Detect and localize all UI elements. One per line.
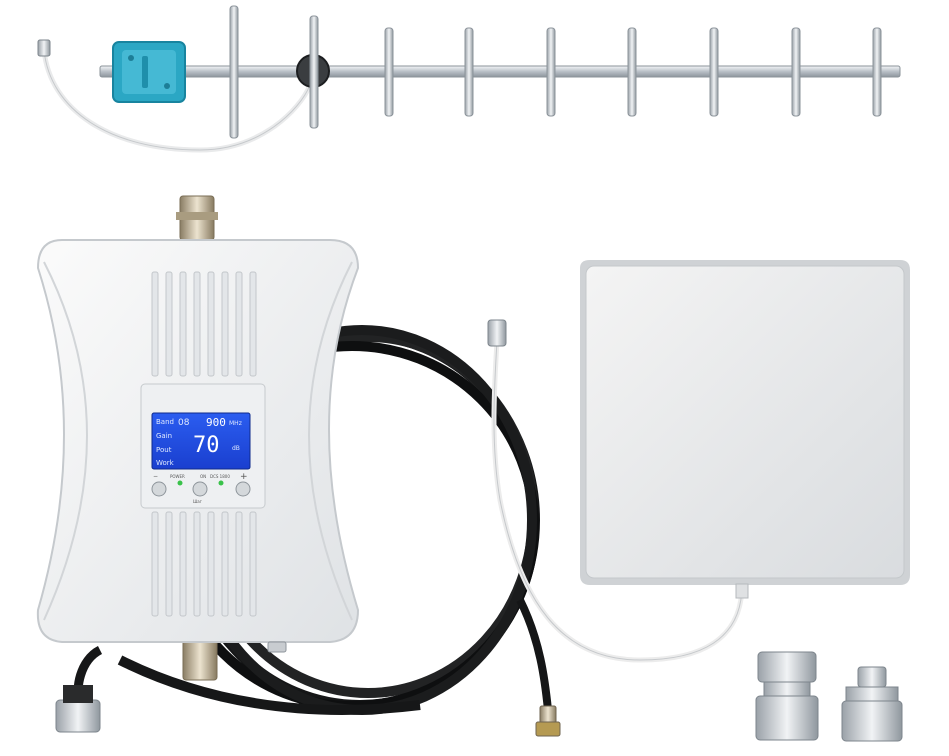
panel-antenna	[487, 260, 910, 663]
mounting-bracket	[112, 41, 186, 103]
yagi-antenna	[37, 5, 901, 153]
driven-element	[309, 15, 319, 129]
lcd-band-value: 08	[178, 418, 190, 428]
status-led	[218, 480, 224, 486]
panel-label-on: ON	[200, 474, 206, 479]
repeater-unit: Band 08 900 MHz Gain 70 dB Pout Work − P…	[36, 195, 360, 681]
bottom-vent-fins	[151, 511, 257, 617]
plus-button	[235, 481, 251, 497]
bottom-n-connector	[182, 639, 218, 681]
panel-label-bottom: Шаг	[193, 499, 202, 504]
lcd-gain-unit: dB	[232, 445, 240, 452]
antenna-cable-connector	[37, 39, 51, 57]
mode-button	[192, 481, 208, 497]
lcd-band-label: Band	[156, 418, 174, 426]
lcd-freq-value: 900	[206, 416, 226, 429]
top-vent-fins	[151, 271, 257, 377]
bottom-port	[267, 641, 287, 653]
lcd-freq-unit: MHz	[229, 420, 242, 427]
n-adapter-small	[841, 666, 903, 742]
lcd-work-label: Work	[156, 459, 175, 467]
lcd-pout-label: Pout	[156, 446, 172, 454]
lcd-display: Band 08 900 MHz Gain 70 dB Pout Work	[151, 412, 251, 470]
n-connector-left	[55, 685, 101, 733]
antenna-boom	[99, 65, 901, 78]
reflector-element	[229, 5, 239, 139]
n-adapter-large	[755, 651, 819, 741]
panel-label-plus: +	[240, 472, 248, 482]
director-elements	[384, 27, 882, 117]
panel-label-power: POWER	[170, 474, 185, 479]
minus-button	[151, 481, 167, 497]
lcd-gain-value: 70	[193, 433, 220, 458]
panel-cable-connector	[487, 319, 507, 347]
sma-connector	[535, 705, 561, 737]
power-led	[177, 480, 183, 486]
panel-label-minus: −	[153, 473, 158, 480]
lcd-gain-label: Gain	[156, 432, 172, 440]
panel-label-dcs: DCS 1800	[210, 474, 230, 479]
